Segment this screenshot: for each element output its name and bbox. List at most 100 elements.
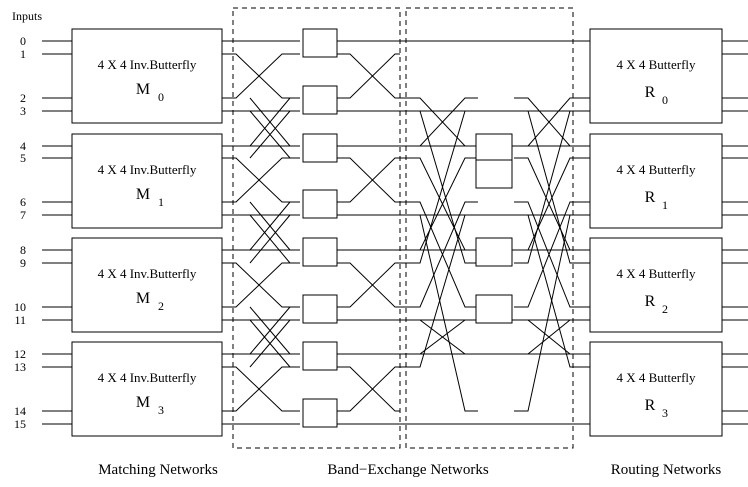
switch-box xyxy=(302,28,338,58)
switch-box xyxy=(475,294,513,324)
matching-block-title: 4 X 4 Inv.Butterfly xyxy=(98,57,197,72)
input-number: 12 xyxy=(14,347,26,361)
input-number: 1 xyxy=(20,47,26,61)
crossover-wire xyxy=(337,53,400,99)
matching-block-title: 4 X 4 Inv.Butterfly xyxy=(98,266,197,281)
matching-block xyxy=(71,28,223,124)
band-exchange-wire xyxy=(514,214,590,412)
routing-block-name: R xyxy=(645,397,656,414)
matching-block-subscript: 1 xyxy=(158,195,164,209)
input-number: 6 xyxy=(20,195,26,209)
band-exchange-wire xyxy=(514,319,590,355)
band-exchange-wire xyxy=(400,201,478,308)
band-exchange-wire xyxy=(400,157,478,251)
routing-block-title: 4 X 4 Butterfly xyxy=(616,57,696,72)
input-number: 7 xyxy=(20,208,26,222)
routing-block-name: R xyxy=(645,293,656,310)
crossover-wire xyxy=(337,53,400,99)
switch-box xyxy=(302,398,338,428)
routing-networks-label: Routing Networks xyxy=(611,462,722,478)
matching-block-subscript: 2 xyxy=(158,299,164,313)
matching-block-title: 4 X 4 Inv.Butterfly xyxy=(98,370,197,385)
input-number: 0 xyxy=(20,34,26,48)
matching-block-name: M xyxy=(136,290,150,307)
crossover-wire xyxy=(222,157,300,203)
inputs-label: Inputs xyxy=(12,9,42,23)
band-exchange-frame-2 xyxy=(405,7,574,449)
switch-box xyxy=(302,133,338,163)
switch-box xyxy=(475,133,513,163)
routing-block-subscript: 2 xyxy=(662,302,668,316)
band-exchange-wire xyxy=(514,110,590,264)
crossover-wire xyxy=(337,262,400,308)
switch-box xyxy=(475,159,513,189)
input-number: 4 xyxy=(20,139,26,153)
routing-block-subscript: 0 xyxy=(662,93,668,107)
input-number: 3 xyxy=(20,104,26,118)
crossover-wire xyxy=(222,157,300,203)
matching-networks-label: Matching Networks xyxy=(98,462,218,478)
matching-block-subscript: 3 xyxy=(158,403,164,417)
routing-block-title: 4 X 4 Butterfly xyxy=(616,266,696,281)
matching-block-name: M xyxy=(136,394,150,411)
band-exchange-wire xyxy=(400,97,478,147)
crossover-wire xyxy=(337,366,400,412)
routing-block-name: R xyxy=(645,189,656,206)
matching-block xyxy=(71,133,223,229)
routing-block-name: R xyxy=(645,84,656,101)
routing-block-subscript: 1 xyxy=(662,198,668,212)
band-exchange-wire xyxy=(514,201,590,308)
matching-block xyxy=(71,237,223,333)
band-exchange-wire xyxy=(400,110,478,264)
crossover-wire xyxy=(222,262,300,308)
switch-box xyxy=(302,237,338,267)
crossover-wire xyxy=(222,262,300,308)
band-exchange-cross xyxy=(249,201,291,251)
input-number: 8 xyxy=(20,243,26,257)
input-number: 11 xyxy=(14,313,26,327)
matching-block-name: M xyxy=(136,81,150,98)
band-exchange-cross xyxy=(249,97,291,147)
matching-block-name: M xyxy=(136,186,150,203)
band-exchange-wire xyxy=(514,201,590,308)
crossover-wire xyxy=(337,157,400,203)
band-exchange-wire xyxy=(514,97,590,147)
input-number: 9 xyxy=(20,256,26,270)
input-number: 2 xyxy=(20,91,26,105)
crossover-wire xyxy=(337,262,400,308)
switch-box xyxy=(302,294,338,324)
band-exchange-wire xyxy=(400,214,478,412)
interconnection-wires xyxy=(42,40,748,425)
band-exchange-wire xyxy=(400,201,478,308)
input-number: 15 xyxy=(14,417,26,431)
routing-block xyxy=(589,28,723,124)
crossover-wire xyxy=(337,157,400,203)
crossover-wire xyxy=(222,53,300,99)
input-number: 13 xyxy=(14,360,26,374)
band-exchange-networks-label: Band−Exchange Networks xyxy=(327,462,488,478)
band-exchange-frame-1 xyxy=(232,7,401,449)
input-number: 14 xyxy=(14,404,26,418)
band-exchange-cross xyxy=(249,306,291,355)
band-exchange-wire xyxy=(514,157,590,251)
switch-box xyxy=(302,85,338,115)
routing-block-subscript: 3 xyxy=(662,406,668,420)
routing-block-title: 4 X 4 Butterfly xyxy=(616,162,696,177)
crossover-wire xyxy=(337,366,400,412)
band-exchange-cross xyxy=(249,110,291,159)
input-number: 10 xyxy=(14,300,26,314)
switch-box xyxy=(302,341,338,371)
crossover-wire xyxy=(222,366,300,412)
switch-box xyxy=(302,189,338,219)
routing-block xyxy=(589,237,723,333)
band-exchange-cross xyxy=(249,214,291,264)
crossover-wire xyxy=(222,53,300,99)
crossover-wire xyxy=(222,366,300,412)
band-exchange-wire xyxy=(400,97,478,147)
stage-dashed-frames xyxy=(232,7,574,449)
routing-block-title: 4 X 4 Butterfly xyxy=(616,370,696,385)
